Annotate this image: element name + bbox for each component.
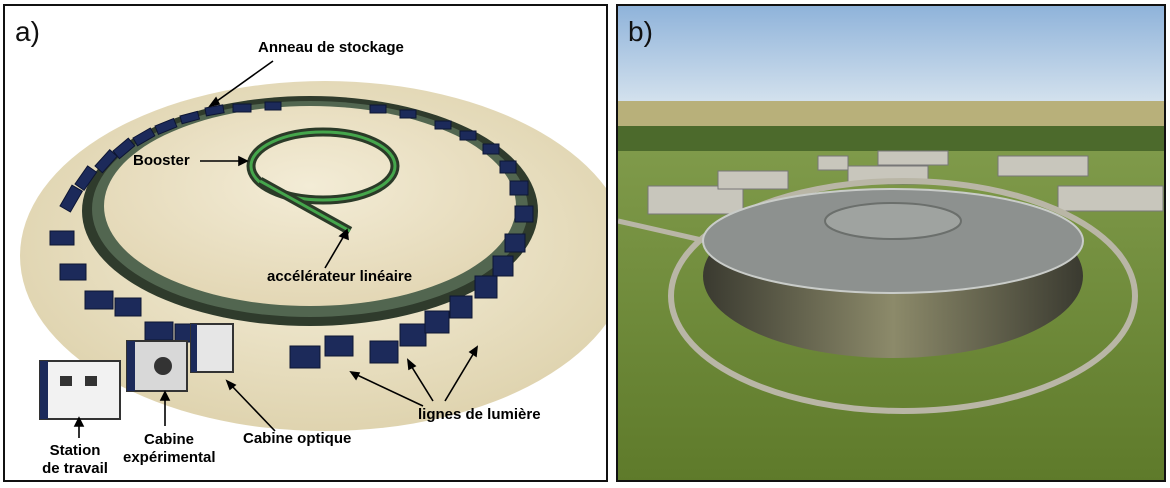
workstation-label-line1: Station — [49, 442, 101, 459]
optics-hutch-label: Cabine optique — [243, 430, 352, 447]
experimental-hutch-label-line2: expérimental — [123, 449, 216, 466]
booster-ring-green — [249, 130, 397, 202]
experimental-hutch-label: Cabine expérimental — [123, 431, 216, 467]
aerial-photo — [618, 6, 1164, 480]
ring-road — [668, 178, 1138, 414]
label-arrows — [73, 60, 478, 438]
beamline-blocks — [49, 101, 534, 369]
campus-buildings — [647, 150, 1164, 215]
linac-label: accélérateur linéaire — [267, 268, 413, 285]
workstation-label-line2: de travail — [42, 460, 108, 477]
panel-b-letter: b) — [628, 16, 653, 47]
linac-green — [259, 179, 351, 233]
optics-hutch — [190, 323, 234, 373]
panel-a-schematic: a) Anneau de stockage Booster accélérate… — [3, 4, 608, 482]
beamlines-label: lignes de lumière — [418, 406, 541, 423]
synchrotron-schematic — [20, 60, 606, 438]
experimental-hutch — [126, 340, 188, 392]
panel-b-photo: b) — [616, 4, 1166, 482]
sky — [618, 6, 1164, 106]
panel-a-letter: a) — [15, 16, 40, 47]
storage-ring-label: Anneau de stockage — [258, 39, 404, 56]
ring-inner-court — [824, 202, 962, 240]
experimental-hutch-label-line1: Cabine — [143, 431, 194, 448]
booster-label: Booster — [133, 152, 190, 169]
workstation-label: Station de travail — [35, 442, 115, 478]
ring-building-roof — [703, 189, 1083, 293]
ring-roof-edge — [702, 188, 1084, 294]
workstation-hutch — [39, 360, 121, 420]
